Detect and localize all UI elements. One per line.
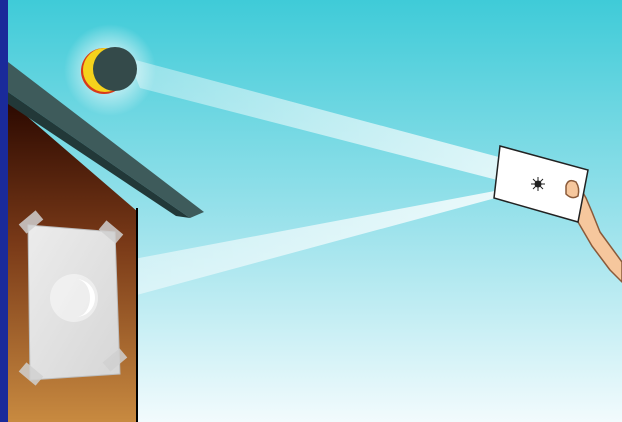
screen-paper — [27, 224, 121, 381]
crescent-image — [76, 278, 96, 317]
tape-top-right — [98, 220, 124, 244]
pinhole-card — [493, 145, 589, 223]
tape-bottom-left — [18, 362, 44, 386]
moon-disk — [93, 47, 137, 91]
tape-bottom-right — [102, 348, 128, 372]
crescent-image-glow — [50, 274, 98, 322]
thumb — [565, 179, 580, 199]
house-roof — [8, 62, 204, 218]
tape-top-left — [18, 210, 44, 234]
left-border — [0, 0, 8, 422]
projection-screen — [18, 210, 128, 386]
pinhole-rays — [531, 177, 545, 191]
roof-underside — [8, 92, 190, 218]
incoming-light-beam — [128, 58, 510, 182]
eclipsed-sun — [81, 47, 137, 94]
projected-light-beam — [118, 186, 540, 300]
